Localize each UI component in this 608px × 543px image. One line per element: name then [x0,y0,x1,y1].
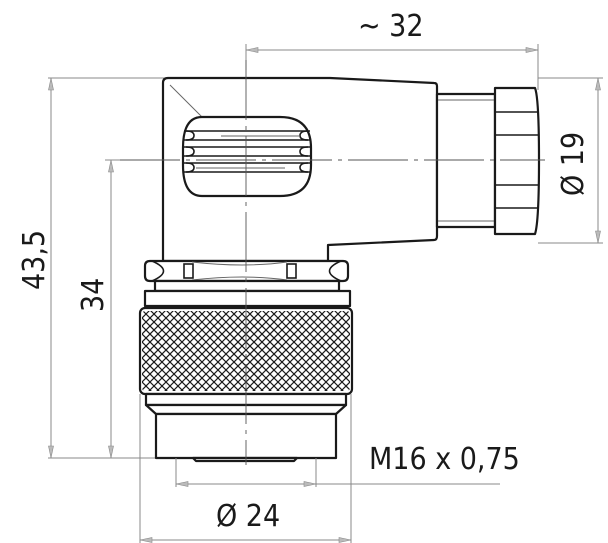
dimension-label-thread: M16 x 0,75 [369,442,520,477]
dimension-cable-nut-diameter: Ø 19 [538,77,603,244]
collar [143,279,352,308]
dimension-label-diameter-24: Ø 24 [216,499,280,534]
dimension-label-34: 34 [76,278,111,312]
dimension-label-diameter-19: Ø 19 [556,132,591,196]
dimension-overall-height: 43,5 [17,77,165,459]
knurled-coupling-ring [138,306,354,396]
dimension-label-43-5: 43,5 [17,230,52,290]
centerlines [120,60,545,465]
hex-nut [143,259,350,283]
dimension-coupling-diameter: Ø 24 [139,394,352,543]
dimension-width-top: ~ 32 [245,9,539,90]
connector-housing [161,76,439,263]
cable-outlet [435,86,541,236]
dimension-thread: M16 x 0,75 [175,442,520,487]
dimension-label-width: ~ 32 [358,9,424,44]
